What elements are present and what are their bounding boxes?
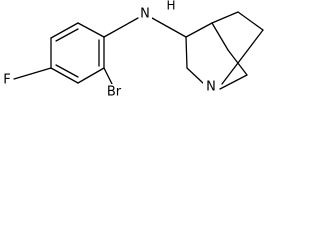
bond-ring-4 [50,67,79,84]
quinuclidine-cage [185,11,264,90]
bond-ring-2 [50,22,79,39]
bond-ring-5 [77,67,105,84]
ring-nitrogen-label: N [206,80,216,95]
bond-c6-n1 [221,29,264,85]
bond-c8-n1 [219,74,248,90]
bond-ring-to-fluorine [13,67,52,80]
bond-ring-to-bromine [103,67,114,87]
bond-amine-to-cage [151,17,187,38]
bond-c4-c7 [211,22,229,51]
benzene-ring [50,22,105,84]
double-bond-inner-1 [55,28,79,42]
bond-c2-n1 [186,67,205,85]
molecule-structure: N H N F Br [1,0,264,100]
bond-ring-to-amine [103,17,139,38]
bond-c5-c6 [237,11,264,31]
amine-nitrogen-label: N [140,7,150,22]
bond-c4-c5 [211,11,239,24]
bond-c3-c4 [185,22,213,38]
fluorine-label: F [3,73,10,88]
atom-n-amine: N [139,6,152,22]
double-bond-inner-2 [55,64,79,78]
bromine-label: Br [107,85,122,100]
atom-n-ring: N [203,79,219,95]
amine-hydrogen-label: H [166,0,175,13]
atom-bromine: Br [103,84,125,100]
atom-fluorine: F [1,73,13,88]
bond-ring-1 [77,22,105,38]
bond-c3-c2 [185,36,188,69]
bond-c7-c8 [227,49,248,76]
